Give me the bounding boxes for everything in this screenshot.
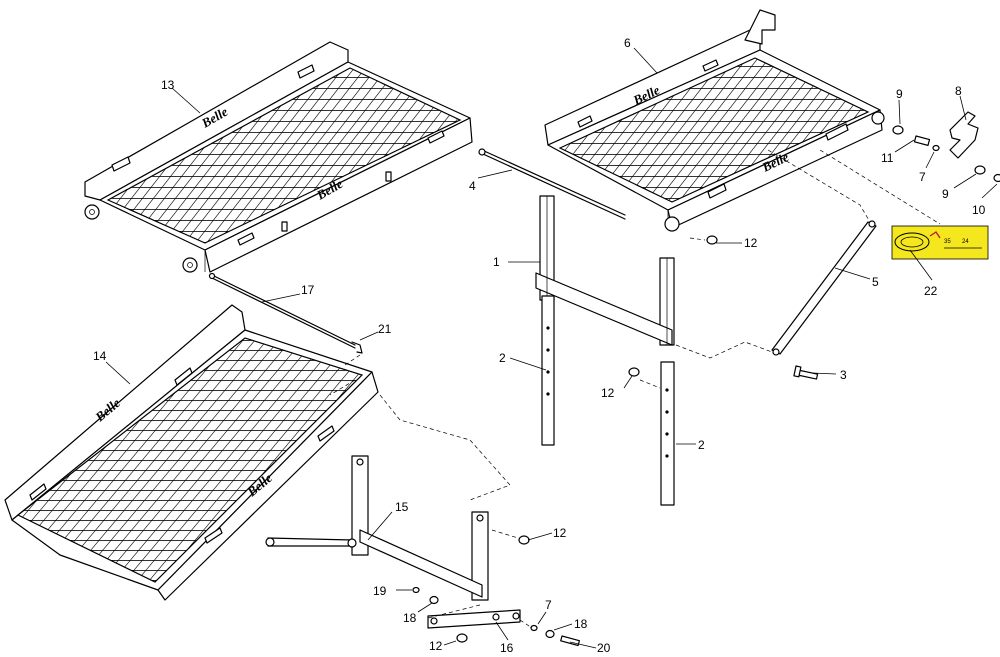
callout-4: 4	[469, 179, 476, 193]
part-18-nut-b	[545, 629, 555, 639]
callout-20: 20	[597, 641, 611, 655]
part-2-leg-left	[541, 295, 555, 446]
callout-12b: 12	[601, 386, 615, 400]
leader-lines	[105, 47, 998, 649]
callout-6: 6	[624, 36, 631, 50]
callout-2a: 2	[499, 351, 506, 365]
callout-22: 22	[924, 284, 938, 298]
callout-3: 3	[840, 368, 847, 382]
callout-2b: 2	[698, 438, 705, 452]
part-9-nut-lower	[974, 165, 986, 175]
callout-19: 19	[373, 584, 387, 598]
callout-1: 1	[493, 255, 500, 269]
decal-text-a: 35	[944, 239, 951, 245]
part-11-bolt	[913, 135, 931, 147]
callout-18a: 18	[403, 611, 417, 625]
callout-15: 15	[395, 500, 409, 514]
callout-5: 5	[872, 275, 879, 289]
part-2-leg-right	[660, 361, 675, 506]
assembly-lines	[329, 149, 941, 629]
part-19-washer	[412, 586, 420, 594]
callout-9b: 9	[942, 187, 949, 201]
part-21-clip	[351, 341, 363, 354]
hardware-lower	[412, 535, 580, 647]
callout-7a: 7	[919, 170, 926, 184]
part-3-bolt	[793, 365, 819, 380]
part-18-nut-a	[429, 595, 439, 605]
part-17-rod	[208, 272, 356, 349]
callout-8: 8	[955, 84, 962, 98]
part-6-platform: Belle Belle	[544, 9, 885, 232]
part-12-nut-d	[456, 633, 468, 643]
callout-17: 17	[301, 283, 315, 297]
callout-9a: 9	[896, 87, 903, 101]
callout-12d: 12	[429, 639, 443, 653]
callout-12a: 12	[744, 236, 758, 250]
part-10-nut	[993, 173, 1000, 183]
part-20-bolt	[560, 635, 580, 647]
callout-10: 10	[972, 203, 986, 217]
callout-13: 13	[161, 78, 175, 92]
part-22-decal: 35 24	[891, 225, 989, 260]
callout-7b: 7	[545, 598, 552, 612]
part-16-bar	[427, 609, 521, 629]
part-7-washer-lower	[530, 624, 538, 632]
part-9-nut-upper	[892, 125, 904, 135]
part-12-nut-c	[518, 535, 530, 545]
callout-18b: 18	[574, 617, 588, 631]
callout-21: 21	[378, 322, 392, 336]
part-14-platform: Belle Belle	[4, 304, 379, 601]
hardware-right	[628, 111, 1000, 377]
part-12-nut-b	[628, 367, 640, 377]
callout-16: 16	[500, 641, 514, 655]
part-5-brace	[771, 220, 877, 356]
part-8-hook	[949, 111, 979, 159]
callout-12c: 12	[553, 526, 567, 540]
part-15-frame	[265, 455, 489, 601]
part-12-nut-a	[706, 235, 718, 245]
callouts: 13 6 14 4 1 2 2 3 5 12 12 9 8 11 7 9 10 …	[93, 36, 986, 655]
part-4-rod	[478, 148, 626, 220]
callout-11: 11	[881, 151, 894, 165]
part-1-leg-frame	[535, 195, 675, 346]
part-7-washer	[932, 144, 940, 152]
part-13-platform: Belle Belle	[84, 41, 473, 273]
decal-text-b: 24	[962, 239, 969, 245]
callout-14: 14	[93, 349, 107, 363]
